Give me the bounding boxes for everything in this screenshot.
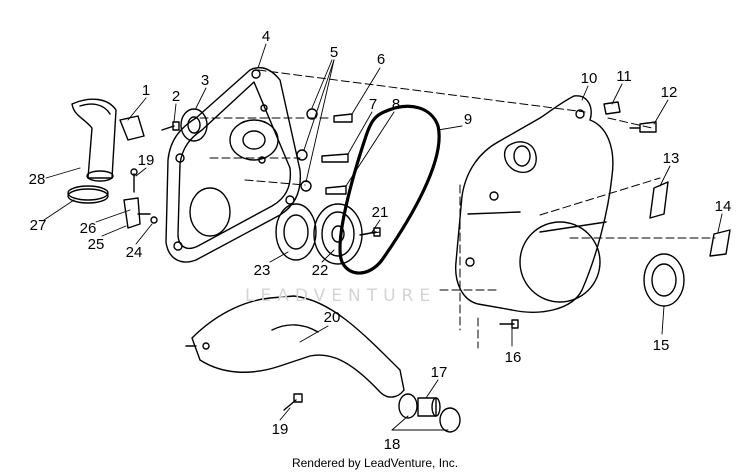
callout-1: 1 bbox=[142, 82, 150, 99]
inner-housing-plate bbox=[165, 66, 302, 263]
callout-15: 15 bbox=[653, 337, 670, 354]
decal-strip bbox=[649, 181, 669, 219]
callout-5: 5 bbox=[330, 44, 338, 61]
callout-3: 3 bbox=[201, 72, 209, 89]
callout-numbers: 1 2 3 4 5 6 7 8 9 10 11 12 13 14 15 16 1… bbox=[29, 28, 732, 453]
callout-8: 8 bbox=[392, 96, 400, 113]
footer-credit: Rendered by LeadVenture, Inc. bbox=[291, 456, 459, 470]
callout-28: 28 bbox=[29, 171, 46, 188]
cover-disc bbox=[643, 253, 685, 307]
callout-27: 27 bbox=[30, 217, 47, 234]
callout-4: 4 bbox=[262, 28, 270, 45]
screw-19-upper bbox=[130, 168, 138, 193]
callout-19-lower: 19 bbox=[272, 421, 289, 438]
clip-bracket bbox=[123, 197, 151, 229]
callout-10: 10 bbox=[581, 70, 598, 87]
screw-19-lower bbox=[283, 393, 303, 411]
callout-20: 20 bbox=[324, 309, 341, 326]
callout-25: 25 bbox=[88, 236, 105, 253]
callout-9: 9 bbox=[464, 111, 472, 128]
callout-12: 12 bbox=[661, 84, 678, 101]
callout-23: 23 bbox=[254, 262, 271, 279]
watermark: LEADVENTURE bbox=[245, 286, 437, 306]
bearing bbox=[275, 203, 317, 261]
callout-2: 2 bbox=[172, 88, 180, 105]
callout-leaders bbox=[43, 43, 723, 431]
pulley bbox=[313, 203, 363, 265]
nut bbox=[150, 216, 158, 224]
outer-cover bbox=[455, 95, 614, 313]
callout-22: 22 bbox=[312, 262, 329, 279]
sleeve-and-clamps bbox=[398, 393, 461, 433]
decal-14 bbox=[709, 229, 731, 257]
callout-21: 21 bbox=[372, 204, 389, 221]
callout-6: 6 bbox=[377, 51, 385, 68]
screw bbox=[161, 121, 180, 131]
drive-belt bbox=[338, 104, 441, 275]
callout-16: 16 bbox=[505, 349, 522, 366]
callout-13: 13 bbox=[663, 150, 680, 167]
callout-24: 24 bbox=[126, 244, 143, 261]
exploded-view-drawing: 1 2 3 4 5 6 7 8 9 10 11 12 13 14 15 16 1… bbox=[29, 28, 732, 453]
bracket bbox=[119, 115, 145, 141]
bolt-12 bbox=[629, 121, 657, 133]
callout-7: 7 bbox=[369, 96, 377, 113]
callout-19-upper: 19 bbox=[138, 152, 155, 169]
hose-clamp bbox=[67, 185, 109, 204]
elbow-duct bbox=[71, 98, 117, 182]
bolt-16 bbox=[499, 319, 519, 329]
callout-26: 26 bbox=[80, 220, 97, 237]
bolts bbox=[321, 113, 353, 195]
dashed-leader-lines bbox=[199, 69, 716, 349]
callout-11: 11 bbox=[616, 68, 632, 85]
callout-18: 18 bbox=[384, 436, 401, 453]
callout-17: 17 bbox=[431, 364, 448, 381]
lower-duct bbox=[185, 295, 405, 398]
decal-small bbox=[603, 101, 621, 115]
callout-14: 14 bbox=[715, 198, 732, 215]
